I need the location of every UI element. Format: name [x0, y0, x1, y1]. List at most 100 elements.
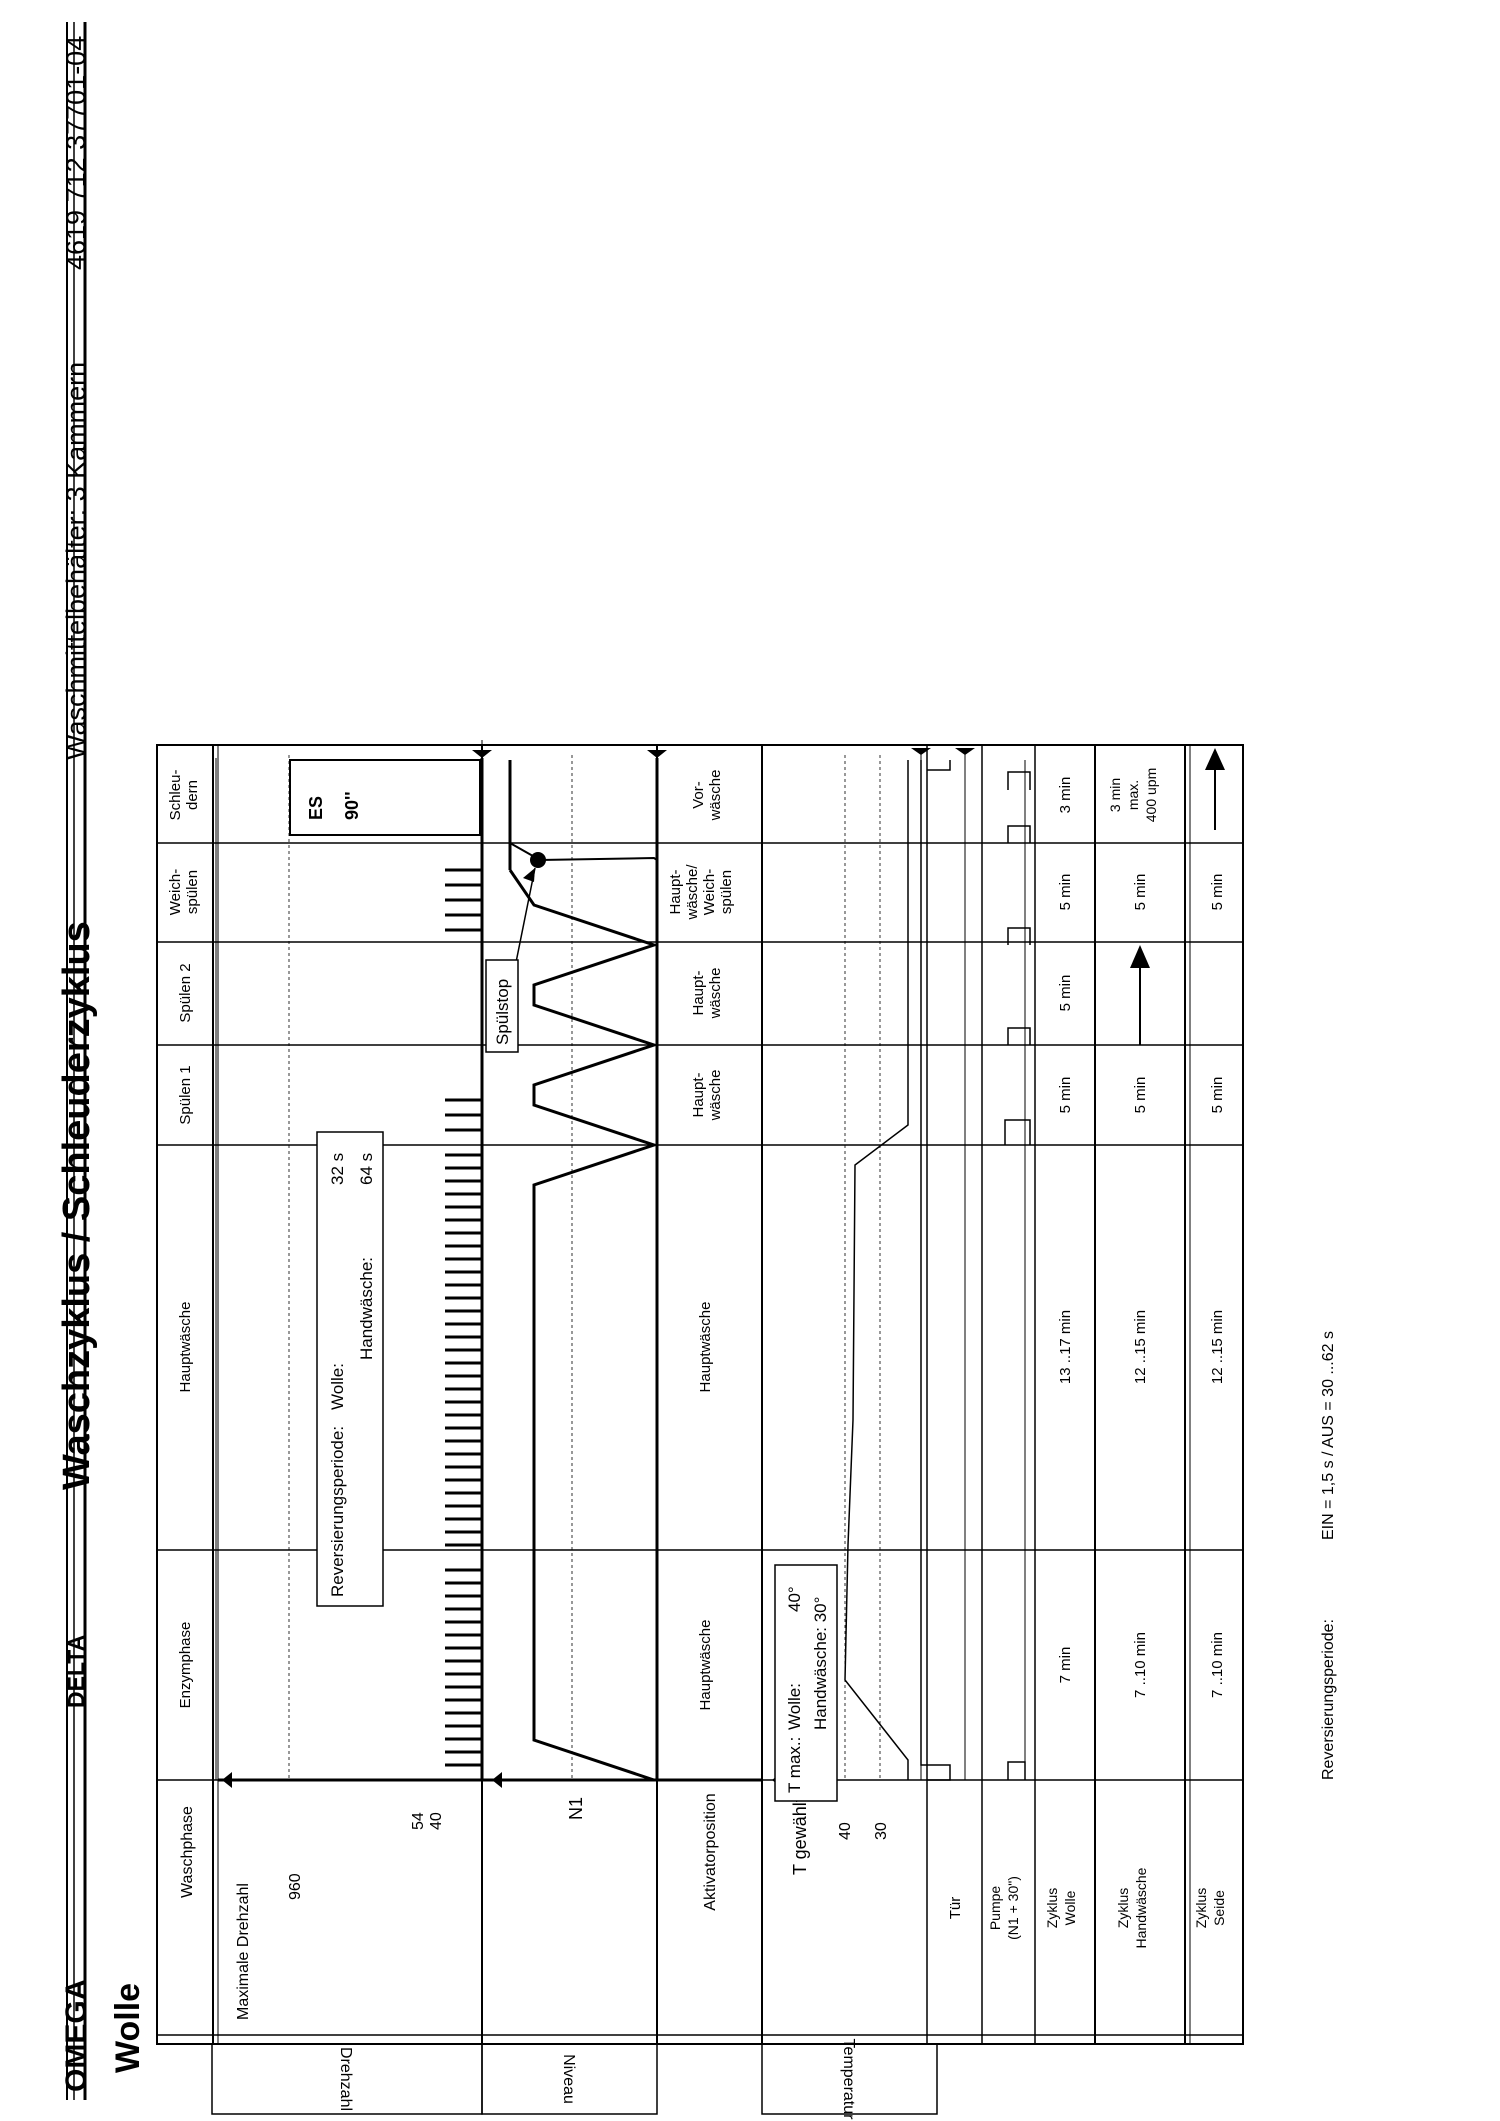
- phase-soft-2: spülen: [184, 870, 201, 914]
- pump-trace: [1004, 771, 1031, 1780]
- activator-main: Hauptwäsche: [697, 1302, 714, 1393]
- activator-labels: Hauptwäsche Hauptwäsche Haupt- wäsche Ha…: [667, 770, 735, 1711]
- level-axis-arrow-up: [492, 1772, 502, 1788]
- label-cycle-wool-1: Zyklus: [1044, 1888, 1060, 1928]
- label-cycle-hand-2: Handwäsche: [1133, 1867, 1149, 1948]
- label-speed-54: 54: [410, 1812, 427, 1830]
- silk-durations: 7 ..10 min 12 ..15 min 5 min 5 min: [1205, 748, 1226, 1698]
- tmax-box: T max.: Wolle: 40° Handwäsche: 30°: [774, 1564, 838, 1802]
- hand-enzyme-duration: 7 ..10 min: [1132, 1632, 1149, 1698]
- reversal-period-box: Reversierungsperiode: Wolle: 32 s Handwä…: [316, 1131, 384, 1607]
- spuelstop-box: Spülstop: [485, 959, 519, 1053]
- silk-main-duration: 12 ..15 min: [1209, 1310, 1226, 1384]
- label-pump-2: (N1 + 30"): [1005, 1876, 1021, 1940]
- reversal-box-wool-value: 32 s: [328, 1153, 347, 1185]
- speed-axis-arrow-up: [222, 1772, 232, 1788]
- phase-spin-1: Schleu-: [167, 770, 184, 821]
- label-max-speed: Maximale Drehzahl: [235, 1883, 252, 2020]
- activator-soft-2: wäsche/: [684, 864, 701, 921]
- silk-soft-duration: 5 min: [1209, 874, 1226, 911]
- activator-spin-1: Vor-: [690, 781, 707, 809]
- hand-spin-duration-1: 3 min: [1107, 778, 1123, 812]
- reversal-box-hand-value: 64 s: [357, 1153, 376, 1185]
- reversal-box-wool-label: Wolle:: [328, 1363, 347, 1410]
- label-cycle-silk-2: Seide: [1211, 1890, 1227, 1926]
- pump-arrow-right: [955, 748, 975, 755]
- label-t-30: 30: [873, 1822, 890, 1840]
- footer-label: Reversierungsperiode:: [1320, 1619, 1337, 1780]
- label-speed-960: 960: [287, 1873, 304, 1900]
- row-labels: Waschphase Maximale Drehzahl 960 54 40 N…: [179, 1793, 1227, 2020]
- spin-time: 90'': [342, 791, 362, 820]
- detergent-info: Waschmittelbehälter: 3 Kammern: [61, 362, 91, 760]
- activator-spin-2: wäsche: [707, 770, 724, 822]
- phase-spin-2: dern: [184, 780, 201, 810]
- spin-box: ES 90'': [289, 759, 481, 836]
- temperature-trace: [844, 760, 909, 1780]
- hand-rinse2-arrowhead: [1130, 945, 1150, 968]
- spuelstop-arrowhead: [523, 868, 535, 882]
- phase-enzyme: Enzymphase: [177, 1622, 194, 1709]
- label-phase: Waschphase: [179, 1806, 196, 1898]
- axis-arrowheads: [222, 748, 975, 1788]
- brand: OMEGA: [60, 1979, 93, 2092]
- activator-soft-4: spülen: [718, 870, 735, 914]
- footer-value: EIN = 1,5 s / AUS = 30 ...62 s: [1320, 1331, 1337, 1540]
- wool-durations: 7 min 13 ..17 min 5 min 5 min 5 min 3 mi…: [1057, 777, 1074, 1684]
- spuelstop-dot: [530, 852, 546, 868]
- phase-rinse1: Spülen 1: [177, 1065, 194, 1124]
- activator-rinse2-2: wäsche: [707, 968, 724, 1020]
- level-trace: [508, 760, 659, 1782]
- spuelstop-label: Spülstop: [493, 979, 512, 1045]
- wool-rinse2-duration: 5 min: [1057, 975, 1074, 1012]
- reversal-box-hand-label: Handwäsche:: [357, 1257, 376, 1360]
- label-t-selected: T gewählt: [790, 1797, 810, 1875]
- header: OMEGA DELTA Waschzyklus / Schleuderzyklu…: [56, 22, 147, 2100]
- wool-rinse1-duration: 5 min: [1057, 1077, 1074, 1114]
- wool-spin-duration: 3 min: [1057, 777, 1074, 814]
- label-t-40: 40: [837, 1822, 854, 1840]
- label-cycle-silk-1: Zyklus: [1193, 1888, 1209, 1928]
- tmax-wool-label: Wolle:: [785, 1683, 804, 1730]
- reversal-ticks: [445, 868, 482, 1767]
- hand-spin-duration-2: max.: [1125, 780, 1141, 810]
- label-cycle-hand-1: Zyklus: [1115, 1888, 1131, 1928]
- wool-soft-duration: 5 min: [1057, 874, 1074, 911]
- activator-rinse2-1: Haupt-: [690, 970, 707, 1015]
- label-activator: Aktivatorposition: [702, 1793, 719, 1910]
- wool-enzyme-duration: 7 min: [1057, 1647, 1074, 1684]
- phase-main: Hauptwäsche: [177, 1302, 194, 1393]
- tmax-hand-label: Handwäsche: 30°: [811, 1597, 830, 1730]
- footer-note: Reversierungsperiode: EIN = 1,5 s / AUS …: [1320, 1331, 1337, 1780]
- phase-soft-1: Weich-: [167, 869, 184, 915]
- hand-main-duration: 12 ..15 min: [1132, 1310, 1149, 1384]
- silk-rinse1-duration: 5 min: [1209, 1077, 1226, 1114]
- hand-soft-duration: 5 min: [1132, 874, 1149, 911]
- tmax-wool-value: 40°: [785, 1586, 804, 1612]
- side-label-speed: Drehzahl: [337, 2047, 354, 2111]
- activator-enzyme: Hauptwäsche: [697, 1620, 714, 1711]
- phase-headers: Enzymphase Hauptwäsche Spülen 1 Spülen 2…: [167, 770, 201, 1709]
- hand-spin-duration-3: 400 upm: [1143, 768, 1159, 822]
- label-cycle-wool-2: Wolle: [1062, 1890, 1078, 1925]
- program-name: Wolle: [109, 1983, 147, 2073]
- activator-soft-3: Weich-: [701, 869, 718, 915]
- reversal-box-label: Reversierungsperiode:: [328, 1426, 347, 1597]
- soft-rinse-drain: [539, 856, 658, 861]
- silk-spin-arrowhead: [1205, 748, 1225, 770]
- label-door: Tür: [947, 1897, 964, 1920]
- side-label-level: Niveau: [560, 2054, 577, 2104]
- model: DELTA: [63, 1635, 89, 1708]
- phase-rinse2: Spülen 2: [177, 963, 194, 1022]
- side-label-temperature: Temperatur: [840, 2039, 857, 2121]
- label-pump-1: Pumpe: [987, 1886, 1003, 1931]
- hand-rinse1-duration: 5 min: [1132, 1077, 1149, 1114]
- label-level-n1: N1: [566, 1797, 586, 1820]
- door-trace: [920, 760, 951, 1781]
- wool-main-duration: 13 ..17 min: [1057, 1310, 1074, 1384]
- door-arrow-right: [911, 748, 931, 755]
- doc-number: 4619 712 37701-04: [61, 36, 91, 270]
- level-axis-arrow-right: [647, 750, 667, 758]
- spin-code: ES: [306, 796, 326, 820]
